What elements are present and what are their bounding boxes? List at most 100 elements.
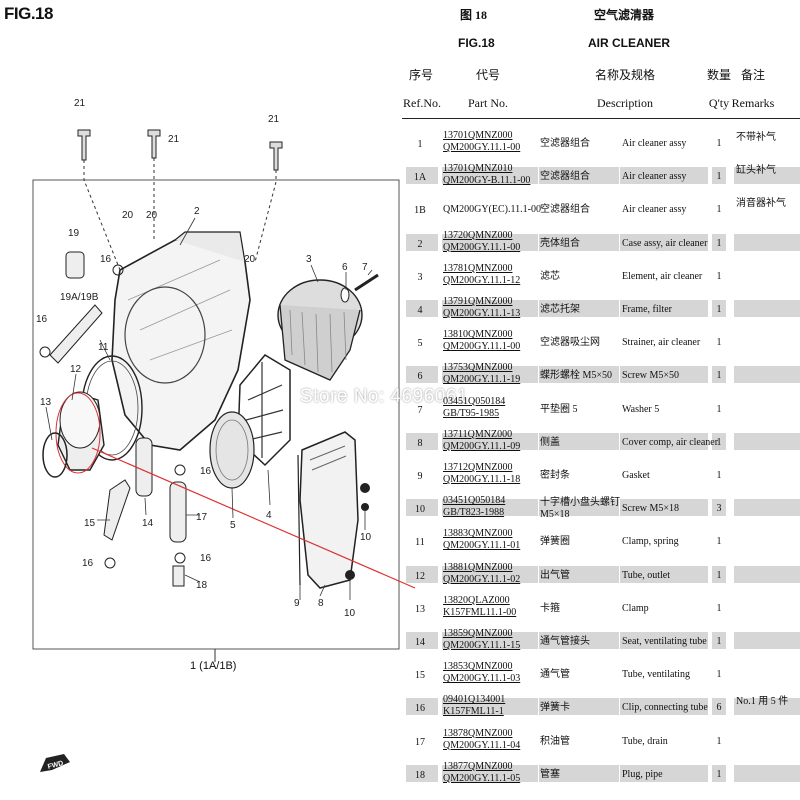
- callout-9: 9: [294, 598, 300, 609]
- part-no-line1: 13859QMNZ000: [443, 628, 513, 639]
- description: Clip, connecting tube: [622, 702, 708, 714]
- quantity: 3: [716, 503, 722, 515]
- name-zh: 滤芯托架: [540, 304, 580, 315]
- part-no-line1: 13781QMNZ000: [443, 262, 513, 274]
- quantity: 1: [716, 569, 722, 581]
- name-zh: 弹簧圈: [540, 536, 570, 548]
- row-shade: [712, 565, 726, 583]
- col-part-zh: 代号: [475, 68, 500, 82]
- ref-no: 14: [415, 637, 425, 648]
- part-no-line2: QM200GY-B.11.1-00: [443, 175, 531, 187]
- callout-16c: 16: [200, 466, 212, 477]
- quantity: 1: [716, 768, 722, 780]
- col-ref-zh: 序号: [408, 68, 433, 82]
- quantity: 1: [716, 470, 722, 481]
- description: Air cleaner assy: [622, 138, 687, 149]
- part-no-line2: QM200GY.11.1-15: [443, 640, 521, 651]
- assembly-label: 1 (1A/1B): [190, 660, 237, 672]
- ref-no: 6: [417, 371, 423, 383]
- row-shade: [406, 366, 438, 384]
- ref-no: 15: [415, 670, 425, 682]
- row-shade: [620, 565, 708, 583]
- part-no-line2: QM200GY.11.1-13: [443, 308, 521, 319]
- callout-19: 19: [68, 228, 80, 239]
- callout-16b: 16: [36, 314, 48, 325]
- callout-10a: 10: [360, 532, 372, 543]
- ref-no: 11: [415, 537, 425, 549]
- part-no-line1: 13720QMNZ000: [443, 229, 513, 241]
- row-shade: [712, 632, 726, 649]
- name-zh: 空滤器组合: [540, 204, 590, 216]
- callout-14: 14: [142, 518, 154, 529]
- row-shade: [539, 233, 619, 251]
- fwd-label: FWD: [47, 760, 64, 771]
- description: Clamp, spring: [622, 536, 679, 548]
- row-shade: [712, 432, 726, 450]
- ref-no: 12: [415, 570, 425, 582]
- row-shade: [712, 233, 726, 251]
- col-rem-zh: 备注: [740, 68, 765, 82]
- callout-2: 2: [194, 206, 200, 217]
- callout-4: 4: [266, 510, 272, 521]
- row-shade: [620, 233, 708, 251]
- callout-20c: 20: [244, 254, 256, 265]
- name-zh: 蝶形螺栓 M5×50: [540, 370, 613, 382]
- callout-10b: 10: [344, 608, 356, 619]
- row-shade: [442, 698, 538, 716]
- callout-7: 7: [362, 262, 368, 273]
- name-zh: 平垫圈 5: [540, 403, 578, 415]
- part-no-line1: 13712QMNZ000: [443, 462, 513, 473]
- title-zh-name: 空气滤清器: [594, 8, 655, 22]
- quantity: 1: [716, 735, 722, 747]
- part-no-line2: QM200GY.11.1-02: [443, 573, 521, 585]
- col-desc-zh: 名称及规格: [594, 68, 655, 82]
- name-zh: 侧盖: [540, 436, 560, 448]
- row-shade: [734, 698, 800, 716]
- part-no-line2: GB/T823-1988: [443, 507, 505, 519]
- ref-no: 1B: [414, 205, 426, 217]
- row-shade: [442, 764, 538, 782]
- ref-no: 3: [417, 271, 423, 283]
- callout-21a: 21: [74, 98, 86, 109]
- title-en-name: AIR CLEANER: [588, 36, 671, 50]
- row-shade: [539, 632, 619, 649]
- part-no-line1: QM200GY(EC).11.1-00: [443, 204, 541, 216]
- quantity: 1: [716, 270, 722, 282]
- callout-11: 11: [98, 342, 109, 353]
- name-zh: 壳体组合: [540, 237, 580, 249]
- row-shade: [620, 632, 708, 649]
- row-shade: [620, 698, 708, 716]
- quantity: 1: [716, 138, 722, 149]
- name-zh: 通气管: [540, 669, 570, 681]
- description: Frame, filter: [622, 304, 672, 315]
- watermark: Store No: 4696061: [300, 386, 469, 407]
- quantity: 1: [716, 171, 722, 183]
- ref-no: 16: [415, 703, 425, 715]
- ref-no: 17: [415, 736, 425, 748]
- callout-13: 13: [40, 397, 52, 408]
- part-no-line1: 13753QMNZ000: [443, 362, 513, 374]
- description: Screw M5×18: [622, 503, 680, 515]
- description: Gasket: [622, 470, 650, 481]
- description: Air cleaner assy: [622, 171, 687, 183]
- part-no-line2: K157FML11-1: [443, 706, 504, 718]
- name-zh: 弹簧卡: [540, 702, 570, 714]
- quantity: 1: [716, 636, 722, 647]
- part-no-line2: QM200GY.11.1-19: [443, 374, 521, 386]
- part-no-line2: QM200GY.11.1-00: [443, 142, 521, 153]
- row-shade: [734, 233, 800, 251]
- row-shade: [620, 764, 708, 782]
- row-shade: [712, 167, 726, 185]
- row-shade: [734, 565, 800, 583]
- part-no-line2: QM200GY.11.1-18: [443, 474, 521, 485]
